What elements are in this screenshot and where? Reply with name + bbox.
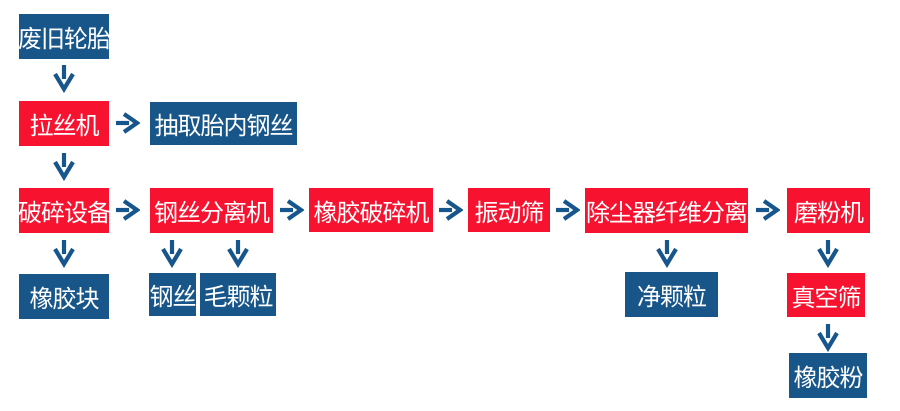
- arrow-right-icon: [116, 112, 140, 134]
- arrow-right-icon: [116, 199, 140, 221]
- node-waste-tires: 废旧轮胎: [18, 14, 111, 59]
- node-dust-collector-fiber-separation: 除尘器纤维分离: [585, 188, 748, 233]
- arrow-right-icon: [280, 199, 304, 221]
- arrow-down-icon: [53, 153, 75, 181]
- arrow-right-icon: [756, 199, 780, 221]
- node-wire-drawing-machine: 拉丝机: [19, 101, 109, 146]
- arrow-down-icon: [227, 240, 249, 268]
- node-grinding-machine: 磨粉机: [787, 188, 870, 233]
- node-crushing-equipment: 破碎设备: [18, 188, 111, 233]
- node-extract-inner-steel-wire: 抽取胎内钢丝: [150, 102, 297, 145]
- node-steel-wire: 钢丝: [149, 273, 197, 316]
- node-vacuum-screen: 真空筛: [787, 273, 865, 317]
- node-vibrating-screen: 振动筛: [468, 188, 550, 232]
- arrow-right-icon: [439, 199, 463, 221]
- node-rubber-crusher: 橡胶破碎机: [309, 188, 433, 232]
- arrow-down-icon: [53, 240, 75, 268]
- arrow-down-icon: [53, 65, 75, 93]
- arrow-right-icon: [556, 199, 580, 221]
- node-rubber-blocks: 橡胶块: [19, 274, 109, 319]
- arrow-down-icon: [161, 240, 183, 268]
- arrow-down-icon: [656, 240, 678, 268]
- node-clean-granules: 净颗粒: [625, 272, 718, 317]
- node-steel-wire-separator: 钢丝分离机: [150, 188, 273, 233]
- node-coarse-granules: 毛颗粒: [200, 273, 276, 316]
- arrow-down-icon: [817, 324, 839, 352]
- node-rubber-powder: 橡胶粉: [789, 353, 867, 398]
- arrow-down-icon: [817, 240, 839, 268]
